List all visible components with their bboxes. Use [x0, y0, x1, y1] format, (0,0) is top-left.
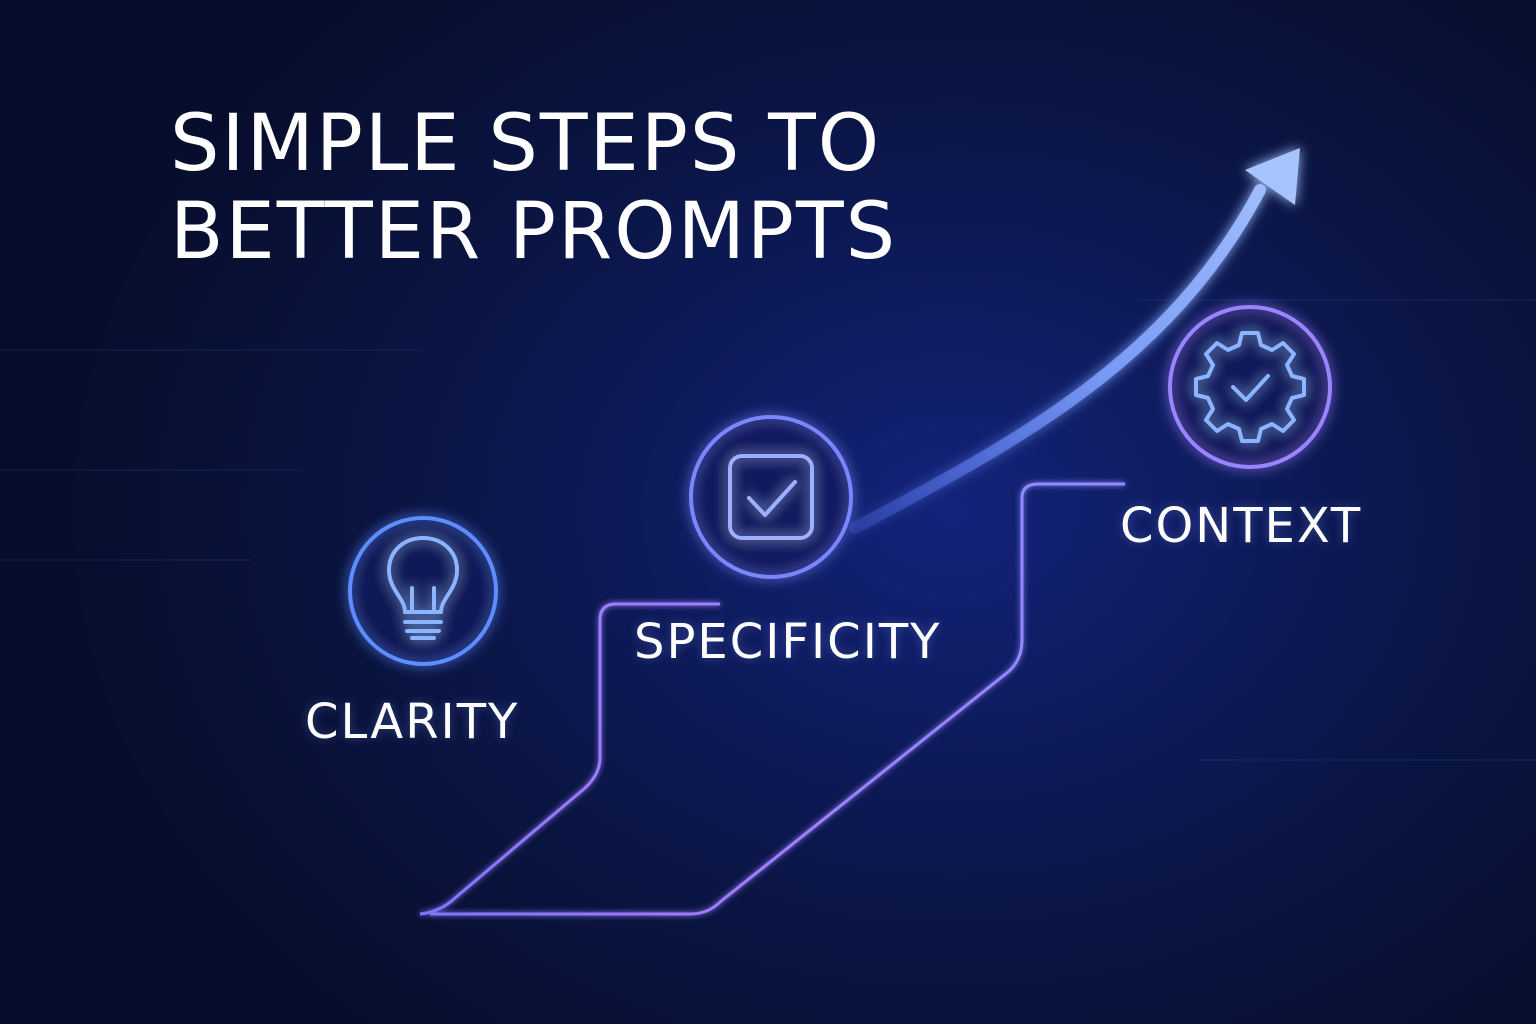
step-label-specificity: SPECIFICITY — [634, 614, 942, 670]
title-line-1: SIMPLE STEPS TO — [170, 99, 882, 189]
title-line-2: BETTER PROMPTS — [170, 187, 898, 277]
stair-path-specificity — [419, 602, 720, 916]
background-streaks — [0, 299, 1536, 761]
arrow-head-icon — [1245, 148, 1300, 205]
gear-check-icon — [1194, 331, 1306, 443]
stair-path-context — [430, 482, 1125, 916]
step-label-context: CONTEXT — [1120, 498, 1363, 554]
checkbox-icon — [728, 454, 814, 540]
specificity-icon-circle — [689, 415, 853, 579]
rising-arrow — [849, 148, 1300, 534]
lightbulb-icon — [387, 536, 459, 640]
clarity-icon-circle — [348, 516, 498, 666]
page-title: SIMPLE STEPS TO BETTER PROMPTS — [170, 100, 897, 276]
step-label-clarity: CLARITY — [305, 694, 520, 750]
context-icon-circle — [1168, 305, 1332, 469]
